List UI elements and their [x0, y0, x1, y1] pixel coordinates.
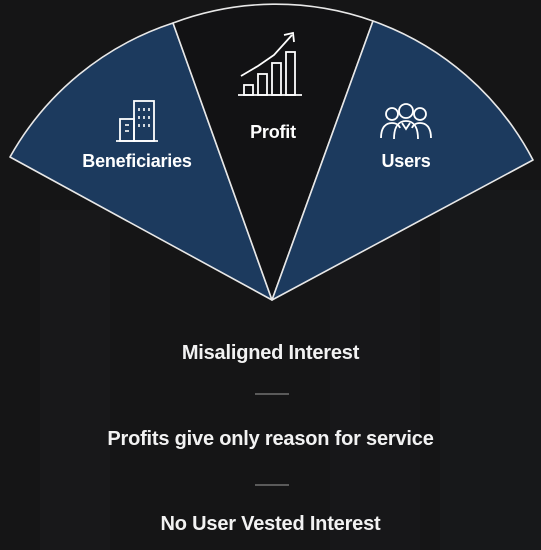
background-building — [330, 230, 420, 550]
divider — [255, 393, 289, 395]
growth-chart-icon — [238, 31, 302, 96]
segment-profit — [172, 3, 374, 301]
statement-no-user-vested-interest: No User Vested Interest — [160, 513, 381, 535]
label-users: Users — [381, 151, 431, 171]
statement-misaligned-interest: Misaligned Interest — [181, 342, 360, 364]
label-profit: Profit — [250, 122, 296, 142]
statement-profits-reason: Profits give only reason for service — [107, 428, 434, 450]
label-beneficiaries: Beneficiaries — [82, 151, 192, 171]
fan-diagram — [9, 3, 534, 301]
background-building — [40, 210, 110, 550]
building-icon — [116, 100, 158, 142]
divider — [255, 484, 289, 486]
segment-beneficiaries — [9, 22, 273, 301]
user-group-icon — [380, 103, 432, 140]
segment-users — [271, 20, 534, 301]
background-building — [440, 190, 541, 550]
